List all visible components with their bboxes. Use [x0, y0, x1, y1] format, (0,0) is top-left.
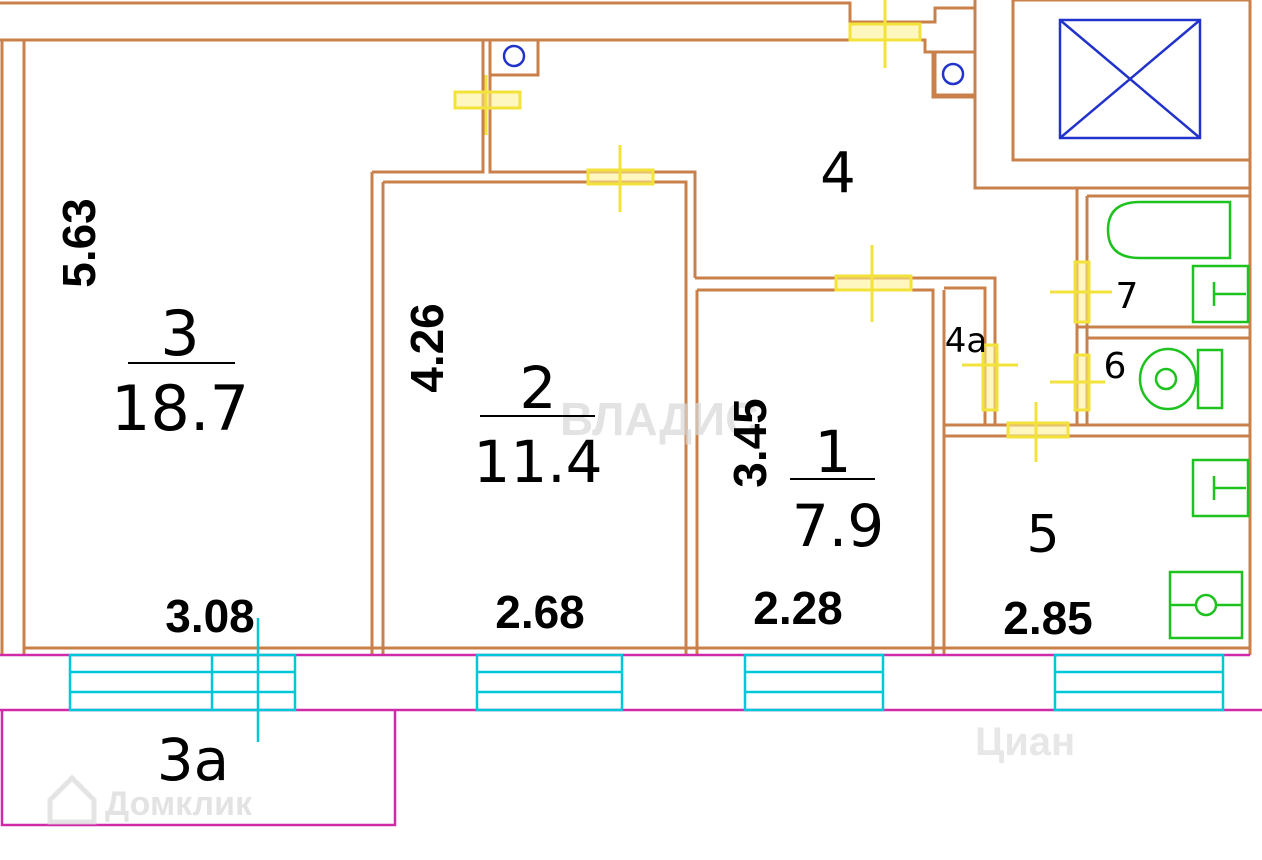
elevator-cabin [1058, 18, 1202, 140]
room1-number: 1 [815, 418, 852, 486]
elevator-cross-2 [1059, 19, 1201, 139]
room2-number: 2 [520, 354, 557, 422]
room5-top-wall [944, 434, 1252, 655]
riser-1-icon [502, 44, 526, 68]
door-room6 [1050, 353, 1105, 412]
watermark-bottom-right: Циан [975, 720, 1075, 764]
room3a-number: 3a [157, 726, 229, 794]
riser-box-1 [488, 38, 540, 77]
room-labels: 3 18.7 2 11.4 1 7.9 4 4a 5 6 7 3a [111, 141, 1138, 794]
toilet-icon [1138, 347, 1224, 411]
door-room2 [586, 145, 655, 212]
bathtub-icon [1106, 200, 1232, 260]
window-room3 [68, 618, 297, 742]
dim-room2-width: 2.68 [495, 586, 585, 638]
dim-room3-length: 5.63 [53, 198, 105, 288]
watermark-bottom-left: Домклик [105, 785, 253, 823]
window-room5 [1053, 653, 1225, 712]
door-room5 [1006, 402, 1070, 462]
window-room1 [743, 653, 885, 712]
room7-number: 7 [1116, 276, 1139, 317]
dimension-labels: 5.63 4.26 3.45 3.08 2.68 2.28 2.85 [53, 198, 1093, 644]
home-icon [47, 774, 97, 825]
door-room3 [453, 75, 522, 135]
door-entrance [848, 0, 922, 68]
doors [453, 0, 1112, 462]
room3-number: 3 [160, 297, 199, 370]
room3-area: 18.7 [111, 372, 249, 445]
door-room7 [1050, 260, 1112, 324]
stair-outline-2 [850, 38, 975, 97]
dim-room3-width: 3.08 [165, 590, 255, 642]
stove-icon [1168, 570, 1244, 640]
window-room2 [475, 653, 624, 712]
watermarks: ВЛАДИС Домклик Циан [47, 393, 1075, 825]
room4a-number: 4a [945, 321, 987, 361]
top-wall-strip [0, 1, 852, 42]
room2-top-wall-b [383, 180, 688, 655]
room4-number: 4 [820, 141, 856, 206]
sink-icon-kitchen [1191, 458, 1250, 518]
room1-area: 7.9 [792, 492, 884, 560]
room2-area: 11.4 [473, 428, 602, 496]
balcony-outline [0, 710, 397, 827]
door-room1 [834, 245, 913, 322]
door-closet-4a [962, 343, 1018, 412]
watermark-center: ВЛАДИС [560, 393, 758, 445]
room6-number: 6 [1104, 346, 1127, 387]
riser-2-icon [941, 62, 965, 86]
room5-number: 5 [1026, 505, 1059, 565]
room1-top-wall-b [697, 288, 935, 655]
room2-top-wall-a [372, 40, 485, 174]
dim-room1-width: 2.28 [753, 582, 843, 634]
dim-room1-length: 3.45 [724, 398, 776, 488]
fixtures [1106, 200, 1250, 640]
stair-outline [850, 0, 977, 24]
dim-room5-width: 2.85 [1003, 592, 1093, 644]
riser-box-2 [931, 50, 977, 99]
dim-room2-length: 4.26 [401, 303, 453, 393]
windows [68, 618, 1225, 742]
sink-icon-bath [1191, 264, 1250, 324]
